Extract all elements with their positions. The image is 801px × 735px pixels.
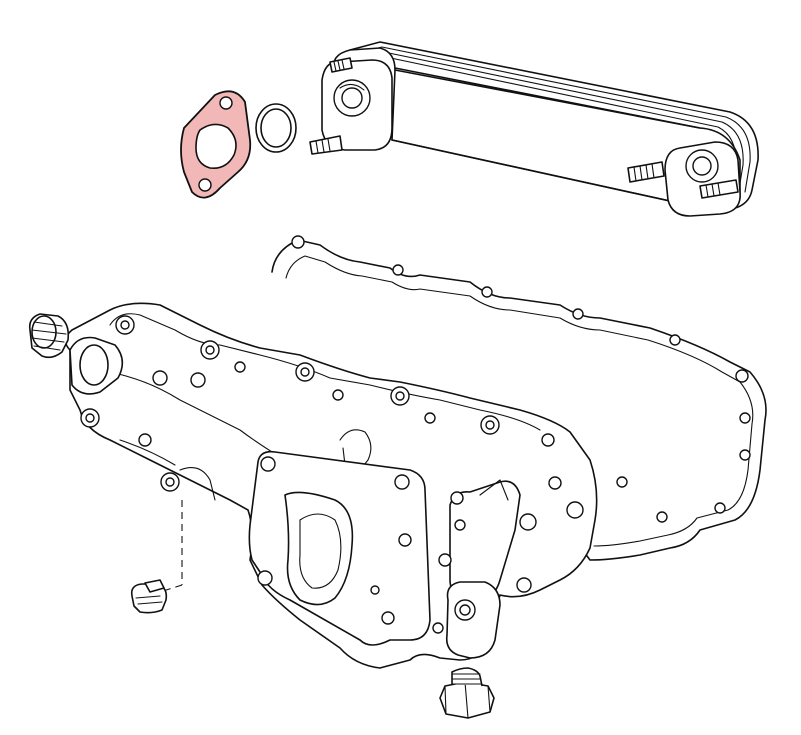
housing-gasket[interactable] [271, 235, 767, 561]
bolt-lower-left[interactable] [130, 500, 183, 614]
screw-plug-top-left[interactable] [28, 313, 70, 359]
drain-plug-bottom[interactable] [439, 667, 495, 719]
oil-filter-housing[interactable] [64, 302, 598, 669]
gasket-highlighted[interactable] [180, 90, 252, 199]
o-ring-seal[interactable] [255, 103, 297, 153]
oil-cooler[interactable] [309, 41, 759, 217]
